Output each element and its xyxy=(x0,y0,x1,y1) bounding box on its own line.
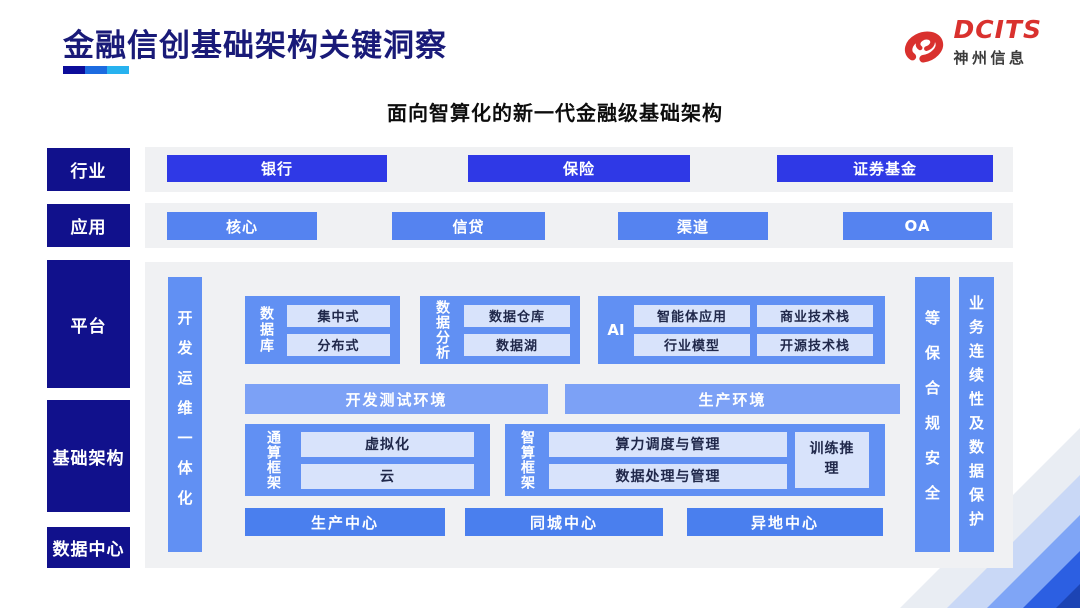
devops-bar-label: 开发运维一体化 xyxy=(175,309,194,520)
business-continuity-bar: 业务连续性及数据保护 xyxy=(959,277,994,552)
ai-compute-framework-group: 智算框架 算力调度与管理 数据处理与管理 训练推理 xyxy=(505,424,885,496)
data-analysis-group: 数据分析 数据仓库 数据湖 xyxy=(420,296,580,364)
row-label-industry: 行业 xyxy=(47,148,130,191)
application-item-channel: 渠道 xyxy=(618,212,768,240)
item-data-lake: 数据湖 xyxy=(464,333,570,356)
data-analysis-group-label: 数据分析 xyxy=(434,300,450,360)
side-label-platform: 平台 xyxy=(47,260,130,388)
company-logo: DCITS 神州信息 xyxy=(892,14,1042,70)
industry-item-insurance: 保险 xyxy=(468,155,690,182)
application-item-oa: OA xyxy=(843,212,992,240)
item-agent-apps: 智能体应用 xyxy=(634,304,750,327)
database-group-label: 数据库 xyxy=(258,306,274,354)
remote-center-bar: 异地中心 xyxy=(687,508,883,536)
dev-test-env-bar: 开发测试环境 xyxy=(245,384,548,414)
item-training-inference: 训练推理 xyxy=(795,432,869,488)
general-compute-framework-group: 通算框架 虚拟化 云 xyxy=(245,424,490,496)
production-env-bar: 生产环境 xyxy=(565,384,900,414)
logo-company: 神州信息 xyxy=(953,48,1028,67)
ai-group: AI 智能体应用 商业技术栈 行业模型 开源技术栈 xyxy=(598,296,885,364)
general-compute-framework-label: 通算框架 xyxy=(265,430,281,490)
security-compliance-bar: 等保合规安全 xyxy=(915,277,950,552)
item-commercial-stack: 商业技术栈 xyxy=(757,304,873,327)
item-distributed: 分布式 xyxy=(287,333,390,356)
side-label-data-center: 数据中心 xyxy=(47,527,130,568)
item-industry-models: 行业模型 xyxy=(634,333,750,356)
application-item-credit: 信贷 xyxy=(392,212,545,240)
item-data-processing: 数据处理与管理 xyxy=(549,463,787,489)
item-compute-scheduling: 算力调度与管理 xyxy=(549,431,787,457)
item-opensource-stack: 开源技术栈 xyxy=(757,333,873,356)
industry-item-bank: 银行 xyxy=(167,155,387,182)
item-virtualization: 虚拟化 xyxy=(301,431,474,457)
application-item-core: 核心 xyxy=(167,212,317,240)
logo-brand: DCITS xyxy=(953,15,1042,45)
ai-compute-framework-label: 智算框架 xyxy=(519,430,535,490)
diagram-title: 面向智算化的新一代金融级基础架构 xyxy=(387,101,723,125)
logo-swirl-icon xyxy=(904,31,943,63)
item-cloud: 云 xyxy=(301,463,474,489)
side-label-infrastructure: 基础架构 xyxy=(47,400,130,512)
business-continuity-label: 业务连续性及数据保护 xyxy=(967,294,985,535)
production-center-bar: 生产中心 xyxy=(245,508,445,536)
row-label-application: 应用 xyxy=(47,204,130,247)
item-data-warehouse: 数据仓库 xyxy=(464,304,570,327)
item-centralized: 集中式 xyxy=(287,304,390,327)
same-city-center-bar: 同城中心 xyxy=(465,508,663,536)
database-group: 数据库 集中式 分布式 xyxy=(245,296,400,364)
title-underline xyxy=(63,66,129,74)
ai-group-label: AI xyxy=(607,321,625,339)
security-compliance-label: 等保合规安全 xyxy=(923,309,941,520)
page-title: 金融信创基础架构关键洞察 xyxy=(63,28,447,64)
industry-item-securities-fund: 证券基金 xyxy=(777,155,993,182)
devops-bar: 开发运维一体化 xyxy=(168,277,202,552)
